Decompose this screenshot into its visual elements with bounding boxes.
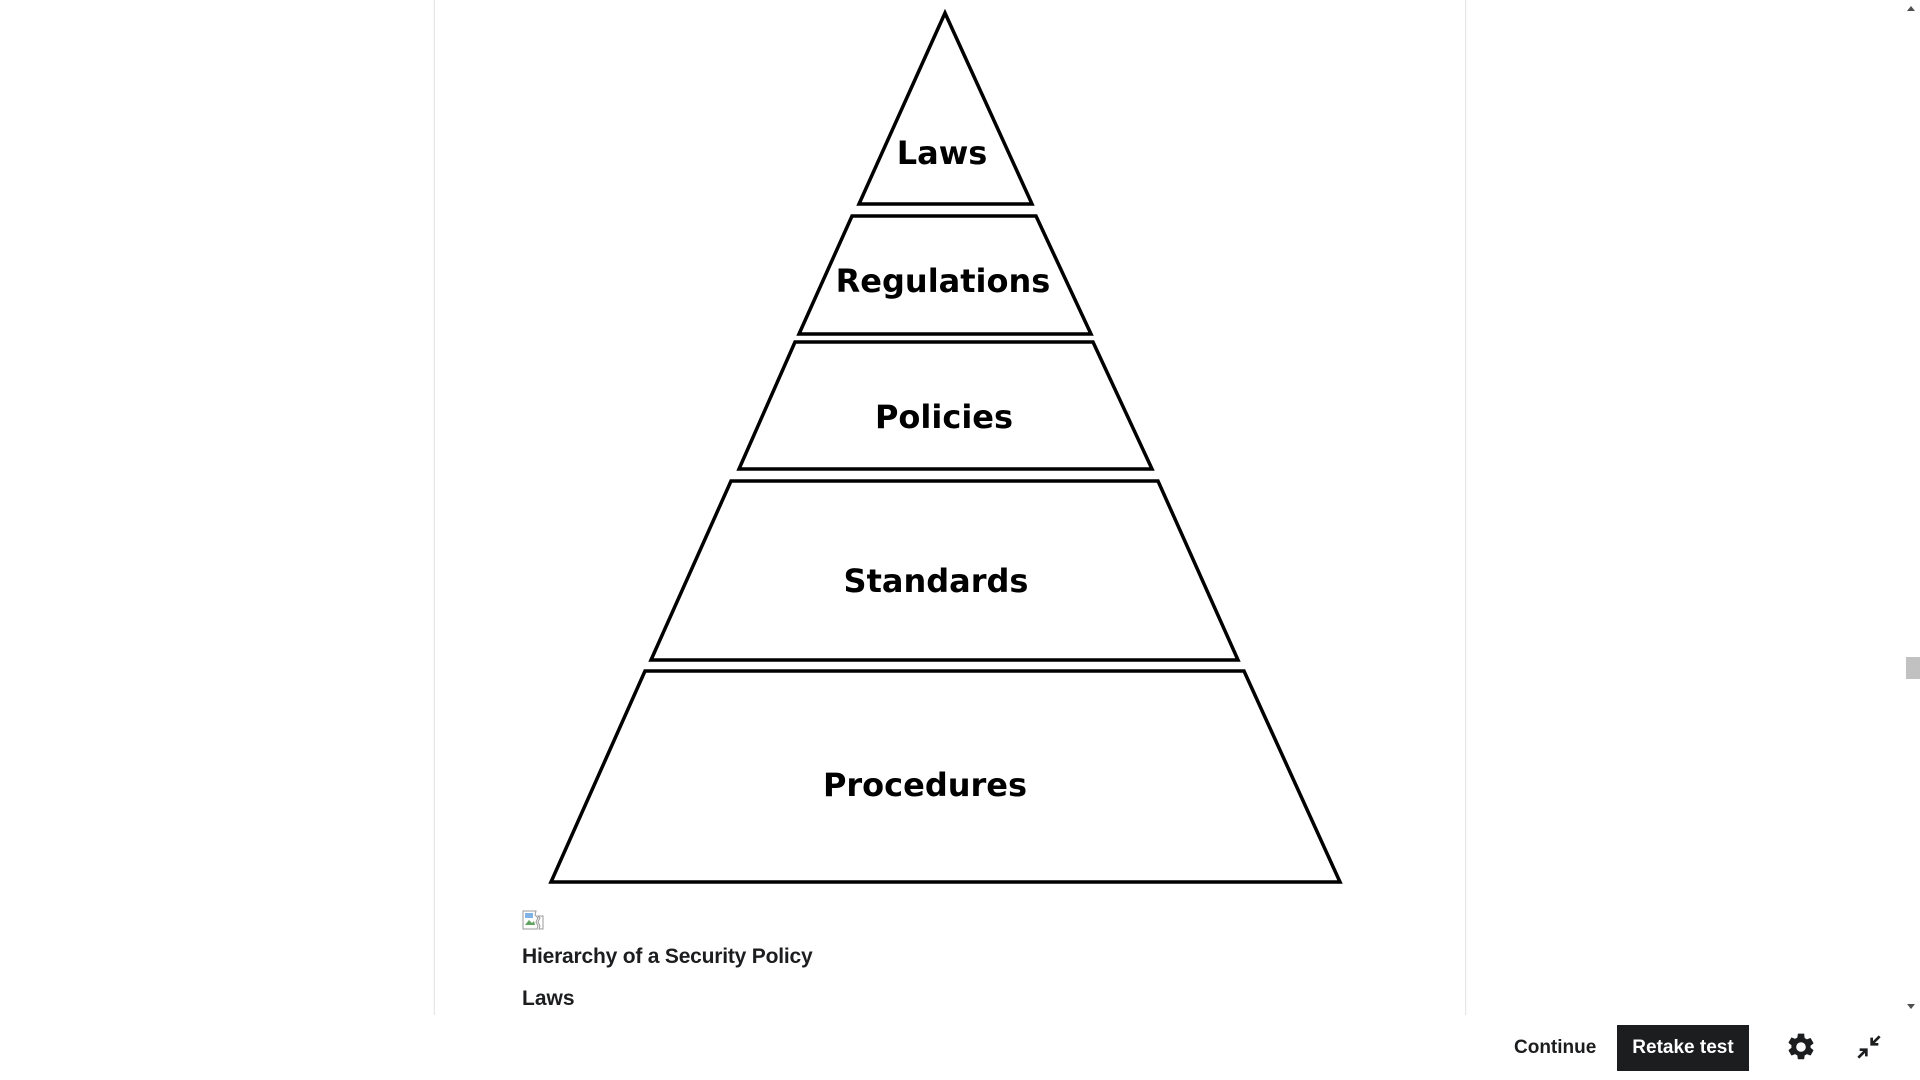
settings-button[interactable] [1785, 1031, 1817, 1063]
pyramid-level-laws: Laws [856, 8, 1035, 206]
pyramid-shape-standards [648, 479, 1241, 662]
security-policy-pyramid: Laws Regulations Policies Standards Proc… [548, 8, 1343, 884]
pyramid-shape-regulations [796, 214, 1094, 336]
collapse-icon [1857, 1035, 1881, 1059]
pyramid-level-standards: Standards [648, 479, 1241, 662]
pyramid-level-regulations: Regulations [796, 214, 1094, 336]
scroll-thumb[interactable] [1906, 657, 1920, 679]
footer-bar: Continue Retake test [0, 1015, 1920, 1080]
pyramid-label-procedures: Procedures [823, 766, 1027, 804]
pyramid-label-regulations: Regulations [836, 262, 1051, 300]
pyramid-label-laws: Laws [897, 134, 988, 172]
pyramid-shape-procedures [548, 669, 1343, 884]
pyramid-level-policies: Policies [736, 340, 1155, 471]
continue-button[interactable]: Continue [1514, 1037, 1597, 1058]
broken-image-icon [522, 910, 544, 930]
section-heading: Laws [522, 987, 575, 1010]
gear-icon [1788, 1033, 1814, 1060]
retake-test-button[interactable]: Retake test [1617, 1025, 1749, 1071]
scroll-down-arrow-icon[interactable] [1907, 1004, 1915, 1009]
collapse-button[interactable] [1853, 1031, 1885, 1063]
pyramid-shape-laws [856, 8, 1035, 206]
pyramid-level-procedures: Procedures [548, 669, 1343, 884]
vertical-scrollbar[interactable] [1903, 0, 1920, 1015]
pyramid-label-policies: Policies [875, 398, 1013, 436]
pyramid-label-standards: Standards [844, 562, 1029, 600]
scroll-up-arrow-icon[interactable] [1907, 6, 1915, 11]
diagram-caption: Hierarchy of a Security Policy [522, 945, 813, 968]
lecture-viewport: Laws Regulations Policies Standards Proc… [434, 0, 1920, 1015]
pyramid-shape-policies [736, 340, 1155, 471]
